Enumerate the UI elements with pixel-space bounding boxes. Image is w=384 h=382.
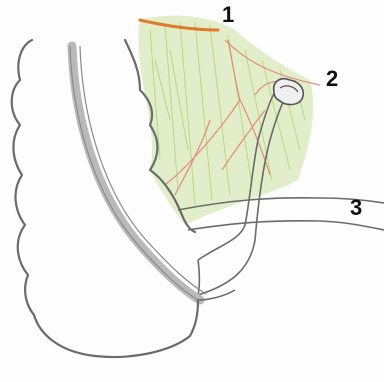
label-3: 3 [350, 197, 362, 219]
label-2: 2 [326, 68, 338, 90]
label-1: 1 [222, 4, 234, 26]
